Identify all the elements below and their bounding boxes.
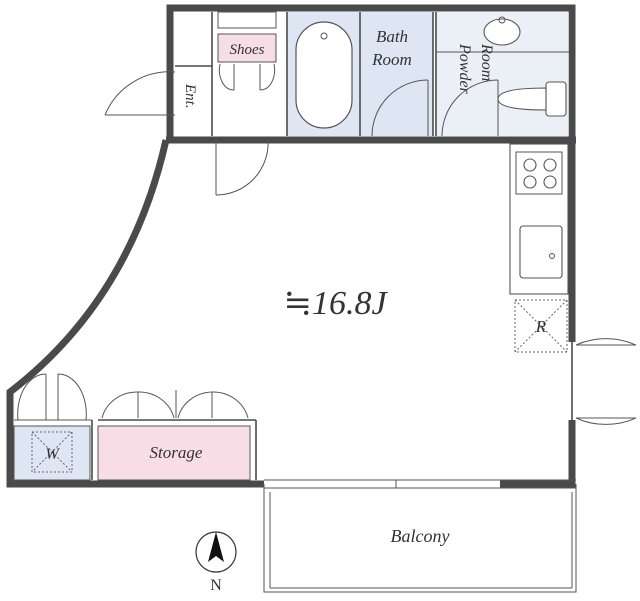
storage-label: Storage	[150, 443, 203, 462]
powder-room: Powder Room	[435, 12, 569, 137]
balcony: Balcony	[269, 480, 573, 589]
washer-space: W	[13, 373, 93, 481]
sink-icon	[483, 18, 521, 46]
refrigerator-label: R	[535, 317, 547, 336]
side-door	[571, 338, 637, 425]
toilet-tank	[545, 81, 567, 117]
balcony-label: Balcony	[391, 526, 450, 546]
burner-icon	[523, 158, 537, 172]
bathtub	[295, 21, 353, 129]
burner-icon	[543, 158, 557, 172]
bath-room-label-line1: Bath	[376, 27, 408, 46]
entrance-label: Ent.	[182, 83, 198, 109]
burner-icon	[523, 175, 537, 189]
shoes-label: Shoes	[230, 42, 265, 58]
main-room-area-label: ≒16.8J	[283, 285, 388, 322]
entrance-area: Shoes Ent.	[104, 11, 277, 196]
shoes-cabinet	[217, 33, 277, 63]
bathtub-drain-icon	[320, 32, 328, 40]
powder-room-label-line1: Powder	[456, 43, 473, 95]
outer-walls	[6, 4, 577, 593]
north-arrow-icon	[208, 532, 224, 562]
bath-room: Bath Room	[286, 12, 434, 137]
washer-label: W	[45, 446, 60, 463]
storage-closet: Storage	[97, 390, 257, 481]
powder-room-label-line2: Room	[478, 43, 495, 81]
compass: N	[195, 531, 237, 594]
refrigerator-space: R	[514, 299, 568, 353]
compass-label: N	[210, 577, 222, 594]
bath-room-label-line2: Room	[371, 50, 412, 69]
kitchen-sink-icon	[519, 225, 563, 279]
kitchen	[509, 143, 569, 295]
burner-icon	[543, 175, 557, 189]
storage-floor	[97, 425, 251, 481]
